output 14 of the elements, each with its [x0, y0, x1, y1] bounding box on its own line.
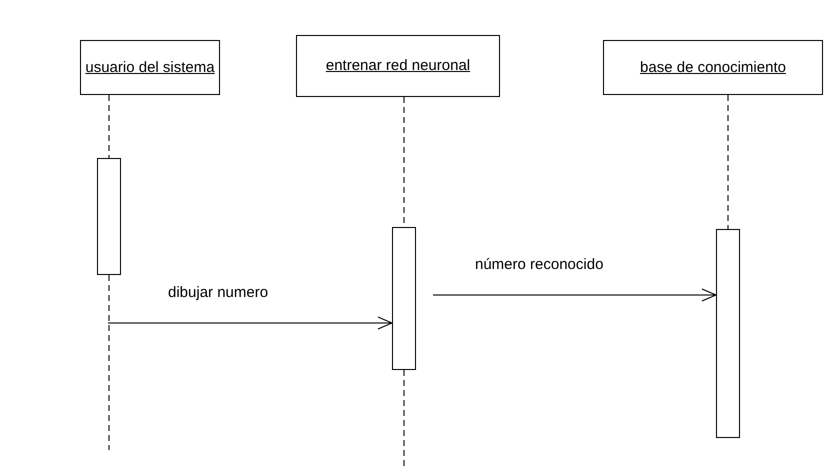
participant-name: base de conocimiento — [640, 58, 786, 76]
lifeline-header-box — [80, 40, 220, 95]
lifeline — [108, 94, 110, 158]
activation-bar — [716, 229, 740, 438]
message-arrow — [108, 316, 392, 330]
message-arrow — [432, 288, 716, 302]
participant-name: usuario del sistema — [85, 58, 215, 76]
lifeline-header-box — [296, 35, 500, 97]
lifeline-header-box — [603, 40, 823, 95]
activation-bar — [97, 158, 121, 275]
lifeline — [108, 274, 110, 450]
message-label: dibujar numero — [168, 284, 268, 301]
activation-bar — [392, 227, 416, 370]
participant-name: entrenar red neuronal — [326, 57, 470, 75]
